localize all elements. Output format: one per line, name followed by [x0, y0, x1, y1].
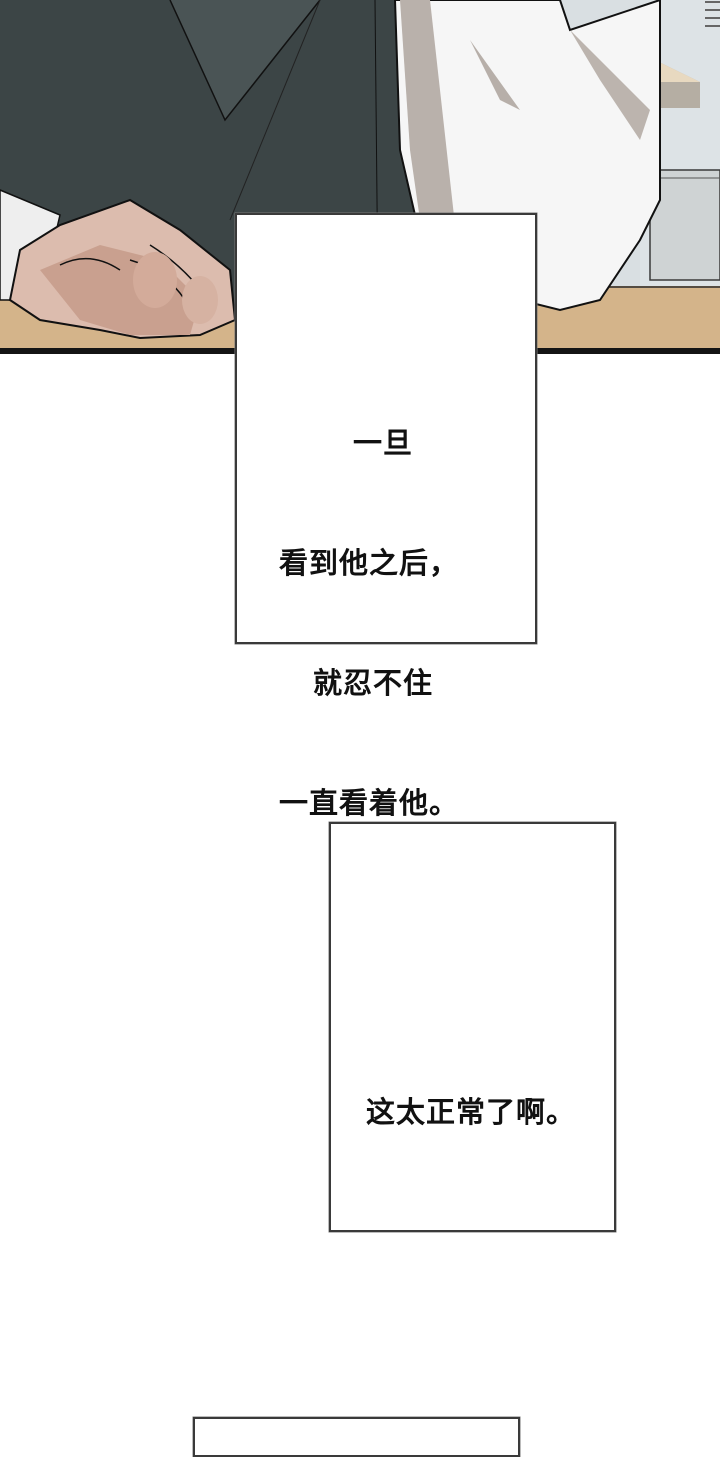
caption-box-2: 这太正常了啊。: [329, 822, 616, 1232]
caption-line: 一直看着他。: [279, 786, 460, 820]
caption-line: 就忍不住: [313, 666, 434, 700]
caption-text-1: 一旦 看到他之后， 就忍不住 一直看着他。: [275, 343, 505, 903]
caption-line: 看到他之后，: [279, 546, 460, 580]
caption-line: 一旦: [353, 426, 414, 460]
caption-box-1: 一旦 看到他之后， 就忍不住 一直看着他。: [235, 213, 537, 820]
caption-box-3: [193, 1417, 520, 1457]
caption-text-2: 这太正常了啊。: [366, 1012, 576, 1212]
caption-line: 这太正常了啊。: [366, 1095, 577, 1129]
